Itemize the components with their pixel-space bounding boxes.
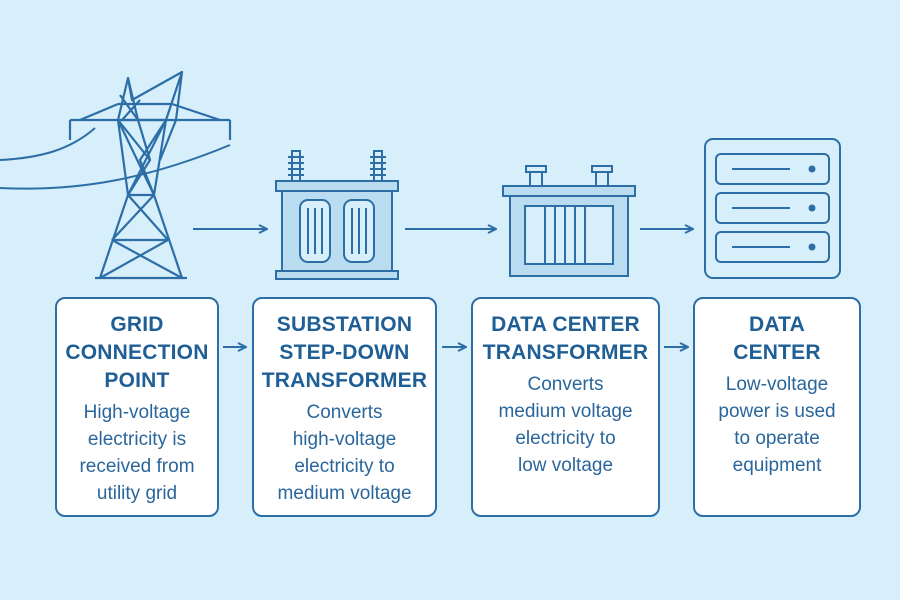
substation-transformer-icon <box>275 150 399 280</box>
data-center-transformer-icon <box>502 165 636 277</box>
stage-box-data-center: DATA CENTER Low-voltage power is used to… <box>693 297 861 517</box>
transmission-tower-icon <box>68 70 232 280</box>
stage-title: SUBSTATION STEP-DOWN TRANSFORMER <box>261 313 428 392</box>
stage-title: DATA CENTER TRANSFORMER <box>482 313 649 364</box>
stage-box-grid-connection: GRID CONNECTION POINT High-voltage elect… <box>55 297 219 517</box>
stage-description: High-voltage electricity is received fro… <box>79 402 195 504</box>
stage-box-substation-transformer: SUBSTATION STEP-DOWN TRANSFORMER Convert… <box>252 297 437 517</box>
stage-box-data-center-transformer: DATA CENTER TRANSFORMER Converts medium … <box>471 297 660 517</box>
stage-description: Low-voltage power is used to operate equ… <box>718 374 836 476</box>
stage-description: Converts medium voltage electricity to l… <box>498 374 633 476</box>
server-rack-icon <box>704 138 841 279</box>
power-line-icon <box>0 127 231 190</box>
stage-title: GRID CONNECTION POINT <box>65 313 209 392</box>
stage-description: Converts high-voltage electricity to med… <box>277 402 412 504</box>
stage-title: DATA CENTER <box>733 313 821 364</box>
